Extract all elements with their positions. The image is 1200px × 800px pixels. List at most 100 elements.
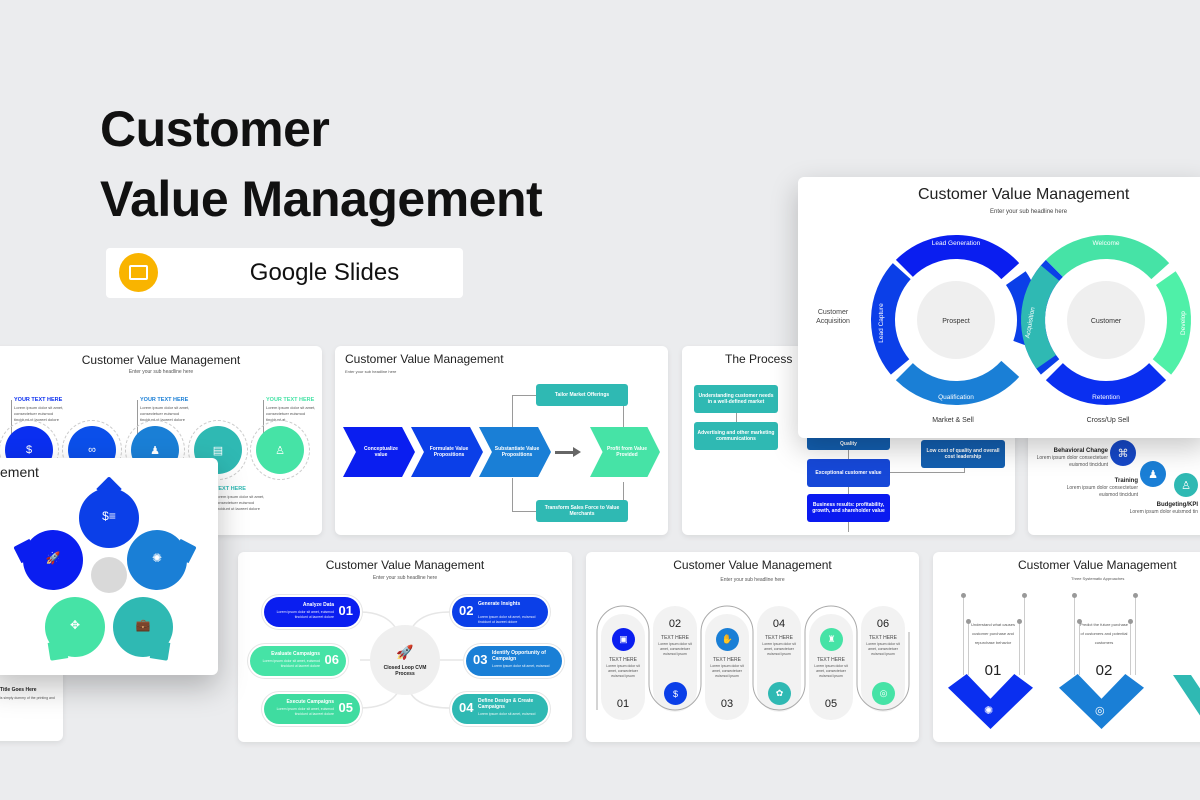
process-box: Business results: profitability, growth,… — [807, 494, 890, 522]
slide-title: Customer Value Management — [81, 353, 241, 367]
google-slides-badge: Google Slides — [106, 248, 463, 298]
step-heading: TEXT HERE — [661, 635, 689, 641]
step-body: Lorem ipsum dolor sit amet, euismod tinc… — [276, 610, 334, 619]
step-title: Identify Opportunity of Campaign — [492, 650, 546, 662]
step-number: 02 — [459, 603, 474, 618]
hero-title-line2: Value Management — [100, 171, 543, 227]
step-body: Lorem ipsum dolor sit amet, euismod — [478, 712, 536, 716]
item-heading: TEXT HERE — [215, 486, 246, 492]
slide-subtitle: Enter your sub headline here — [345, 369, 397, 374]
slide-infinity[interactable]: Customer Value Management Enter your sub… — [798, 177, 1200, 438]
step-body: Lorem ipsum dolor sit amet, consectetuer… — [866, 642, 900, 656]
petal — [79, 476, 139, 548]
arc-develop — [1152, 271, 1191, 375]
slide-title: Customer Value Management — [325, 558, 485, 572]
item-heading: YOUR TEXT HERE — [266, 397, 315, 403]
slide-title: Customer Value Management — [1018, 558, 1177, 572]
chevron-step-1: Conceptualize value — [343, 427, 415, 477]
slide-wave[interactable]: Customer Value Management Enter your sub… — [586, 552, 919, 742]
pin-line — [1024, 595, 1025, 675]
step-heading: TEXT HERE — [713, 657, 741, 663]
process-box: Exceptional customer value — [807, 459, 890, 487]
people-icon: ♙ — [256, 426, 304, 474]
pin-dot — [966, 619, 971, 624]
briefcase-icon: 💼 — [135, 618, 151, 632]
step-number: 01 — [338, 603, 353, 618]
chevron-step-2: Formulate Value Propositions — [411, 427, 483, 477]
process-box: Understanding customer needs in a well-d… — [694, 385, 778, 413]
pin-line — [1074, 595, 1075, 675]
slide-title: Customer Value Management — [345, 352, 504, 366]
segment-label: Retention — [1092, 394, 1120, 401]
connector-lines — [359, 611, 464, 709]
approach-number: 01 — [984, 662, 1002, 679]
item-body: Lorem ipsum dolor sit amet, consectetuer… — [215, 494, 265, 511]
slide-subtitle: Three Systematic Approaches — [1071, 576, 1125, 581]
step-body: Lorem ipsum dolor sit amet, consectetuer… — [762, 642, 796, 656]
step-body: Lorem ipsum dolor sit amet, consectetuer… — [606, 664, 640, 678]
slide-approaches[interactable]: Customer Value Management Three Systemat… — [933, 552, 1200, 742]
slide-subtitle: Enter your sub headline here — [990, 209, 1068, 215]
arc-lead-capture — [871, 263, 911, 375]
step-number: 05 — [824, 698, 838, 710]
step-body: Lorem ipsum dolor sit amet, euismod — [492, 664, 550, 668]
step-number: 04 — [772, 618, 786, 630]
slide-body: is simply dummy of the printing and — [0, 696, 55, 700]
behavior-body: Lorem ipsum dolor consectetuer euismod t… — [1036, 455, 1108, 468]
pin-line — [1130, 621, 1131, 675]
behavior-heading: Behavioral Change — [1053, 448, 1108, 454]
slide-pentagon[interactable]: ement $≡🚀✺✥💼 — [0, 458, 218, 675]
pin-line — [1079, 621, 1080, 675]
step-number: 03 — [473, 652, 488, 667]
branch-box-bottom: Transform Sales Force to Value Merchants — [536, 500, 628, 522]
step-body: Lorem ipsum dolor sit amet, consectetuer… — [658, 642, 692, 656]
behavior-body: Lorem ipsum dolor euismod tin — [1129, 509, 1198, 515]
document-dollar-icon: $≡ — [102, 509, 116, 523]
approach-text: Predict the future purchase of customers… — [1079, 622, 1129, 645]
hub-label: Closed Loop CVM Process — [383, 664, 427, 677]
pin-line — [1019, 621, 1020, 675]
side-label: Customer Acquisition — [816, 309, 850, 325]
slide-closed-loop[interactable]: Customer Value Management Enter your sub… — [238, 552, 572, 742]
slide-title: Title Goes Here — [0, 687, 37, 693]
step-body: Lorem ipsum dolor sit amet, euismod tinc… — [262, 659, 320, 668]
briefcase-icon: ▣ — [612, 628, 635, 651]
item-heading: YOUR TEXT HERE — [140, 397, 189, 403]
arc-welcome — [1045, 235, 1170, 280]
behavior-body: Lorem ipsum dolor consectetuer euismod t… — [1066, 485, 1138, 498]
segment-label: Develop — [1180, 311, 1187, 335]
trainer-icon: ♟ — [1140, 461, 1166, 487]
arc-qualification — [895, 360, 1020, 405]
bottom-right-label: Cross/Up Sell — [1086, 417, 1130, 424]
slide-chevron-process[interactable]: Customer Value Management Enter your sub… — [335, 346, 668, 535]
approach-text: Understand what causes customer purchase… — [970, 622, 1016, 645]
bottom-left-label: Market & Sell — [932, 417, 974, 424]
brain-icon: ✺ — [151, 551, 163, 565]
step-heading: TEXT HERE — [817, 657, 845, 663]
step-body: Lorem ipsum dolor sit amet, consectetuer… — [710, 664, 744, 678]
rocket-icon: 🚀 — [396, 643, 414, 660]
segment-label: Qualification — [938, 394, 974, 401]
people-icon: ♙ — [1174, 473, 1198, 497]
step-title: Generate Insights — [478, 601, 521, 607]
item-body: Lorem ipsum dolor sit amet, consectetuer… — [266, 405, 316, 422]
step-heading: TEXT HERE — [609, 657, 637, 663]
puzzle-icon: ✥ — [69, 618, 81, 632]
segment-label: Welcome — [1093, 240, 1120, 247]
chevron-step-4: Profit from Value Provided — [590, 427, 660, 477]
step-title: Execute Campaigns — [286, 699, 334, 705]
pin-dot — [1072, 593, 1077, 598]
pin-line — [137, 400, 138, 445]
step-body: Lorem ipsum dolor sit amet, euismod tinc… — [276, 707, 334, 716]
